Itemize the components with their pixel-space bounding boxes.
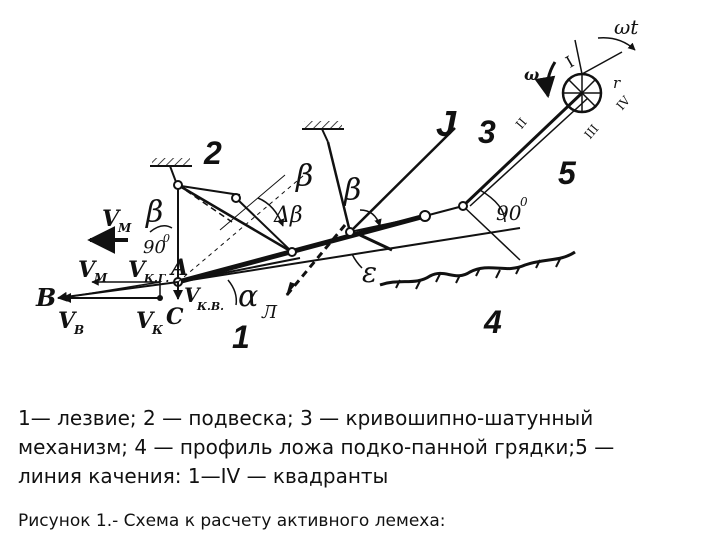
velocity-diagram [57, 226, 183, 303]
label-omega: ω [524, 65, 539, 84]
mechanism-diagram: ωt ω r I II III IV 2 3 5 4 1 J β β β Δβ … [35, 15, 639, 355]
crank-circle [534, 37, 636, 114]
label-part-1: 1 [232, 319, 250, 355]
figure-legend: 1— лезвие; 2 — подвеска; 3 — кривошипно-… [18, 404, 708, 491]
legend-line-2: механизм; 4 — профиль ложа подко-панной … [18, 435, 615, 459]
label-90-right-deg: 0 [520, 195, 528, 209]
label-roman-2: II [513, 115, 530, 131]
figure-title: Рисунок 1.- Схема к расчету активного ле… [18, 511, 446, 531]
label-beta-1: β [295, 159, 313, 194]
label-roman-4: IV [614, 93, 634, 113]
label-A: A [169, 255, 188, 281]
label-VK-sub: К [151, 323, 164, 337]
label-part-5: 5 [558, 155, 577, 191]
support-left [150, 158, 192, 183]
blade [177, 213, 521, 285]
label-VM-mid: V [78, 257, 97, 283]
label-C: C [166, 304, 184, 330]
label-90-left-deg: 0 [163, 232, 170, 245]
label-J: J [436, 103, 457, 144]
label-beta-2: β [343, 173, 361, 208]
label-VKV: V [184, 283, 202, 307]
ground-profile [379, 250, 576, 290]
label-part-4: 4 [483, 304, 502, 340]
label-VM-top-sub: M [117, 221, 132, 235]
label-VKG: V [128, 257, 147, 283]
crank-mechanism [284, 91, 589, 297]
angle-arcs [149, 169, 506, 306]
label-VK: V [136, 308, 155, 334]
label-90-left: 90 [143, 237, 166, 258]
legend-line-3: линия качения: 1—IV — квадранты [18, 464, 389, 488]
label-alpha-sub: Л [261, 302, 278, 323]
label-beta-3: β [145, 195, 163, 230]
label-delta-beta: Δβ [273, 203, 303, 228]
label-roman-3: III [582, 122, 602, 142]
label-part-3: 3 [478, 114, 496, 150]
label-VM-mid-sub: M [93, 271, 108, 285]
label-VB: V [58, 308, 77, 334]
pivot-joints [173, 180, 468, 287]
label-r: r [613, 74, 621, 92]
label-VKG-sub: К.Г. [143, 272, 169, 285]
label-VB-sub: В [73, 323, 84, 337]
legend-line-1: 1— лезвие; 2 — подвеска; 3 — кривошипно-… [18, 406, 594, 430]
label-omega-t: ωt [614, 15, 639, 39]
label-part-2: 2 [203, 135, 222, 171]
label-VM-top: V [102, 206, 121, 232]
label-B: B [35, 283, 56, 312]
label-epsilon: ε [362, 256, 377, 289]
label-VKV-sub: К.В. [196, 300, 224, 313]
label-alpha: α [238, 279, 258, 314]
label-roman-1: I [562, 52, 577, 72]
suspension-links [177, 141, 352, 282]
label-90-right: 90 [496, 201, 522, 225]
support-middle [302, 121, 344, 143]
